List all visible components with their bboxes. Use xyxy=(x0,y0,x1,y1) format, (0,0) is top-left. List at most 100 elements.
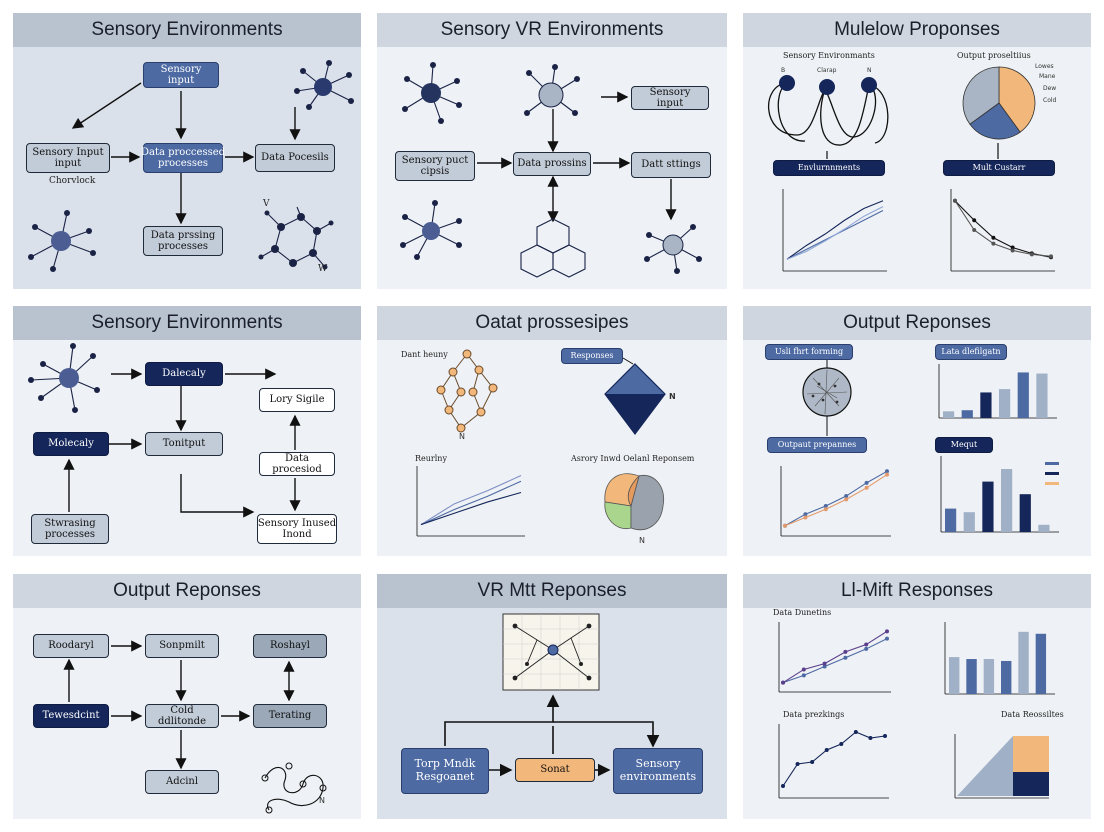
data-point xyxy=(1049,254,1053,259)
data-point xyxy=(972,218,977,223)
data-point xyxy=(885,469,889,474)
pie-slice xyxy=(962,66,1000,125)
node-sensory-input: Sensory input xyxy=(143,62,219,88)
panel-9-graphics xyxy=(778,622,1055,799)
node-lory-sigile: Lory Sigile xyxy=(259,388,335,412)
data-point xyxy=(953,198,957,203)
label-n1: B xyxy=(781,67,786,74)
bar xyxy=(1036,373,1048,418)
panel-title: Sensory Environments xyxy=(13,13,361,47)
node-data-processed: Data proccessed processes xyxy=(141,143,225,173)
label-data-prezkings: Data prezkings xyxy=(783,710,845,719)
panel-title: Sensory Environments xyxy=(13,306,361,340)
pie-chart xyxy=(962,66,1036,140)
node-sensory-inused: Sensory Inused Inond xyxy=(257,514,337,544)
pie-slice xyxy=(998,66,1036,133)
bar xyxy=(1019,494,1031,532)
line-chart-right xyxy=(950,189,1055,272)
panel-title: Oatat prossesipes xyxy=(377,306,727,340)
panel-title: Mulelow Proponses xyxy=(743,13,1091,47)
label-asrory: Asrory Inwd Oelanl Reponsem xyxy=(571,454,695,463)
panel-4-connectors xyxy=(28,343,301,518)
label-n3: N xyxy=(867,67,872,74)
label-dant-heuny: Dant heuny xyxy=(401,350,448,359)
label-v: V xyxy=(263,199,270,209)
label-right-head: Output proseltiius xyxy=(957,51,1031,60)
panel-sensory-environments-1: Sensory Environments Sens xyxy=(13,13,361,289)
bar xyxy=(961,410,973,418)
data-point xyxy=(801,673,806,678)
data-point xyxy=(885,472,889,477)
bar xyxy=(963,512,975,532)
node-lata-dlefilgatn: Lata dlefilgatn xyxy=(935,344,1007,360)
bar xyxy=(1018,631,1029,694)
data-point xyxy=(885,636,889,641)
bar xyxy=(1001,469,1013,532)
node-sensory-environments: Sensory environments xyxy=(613,748,703,794)
series-line xyxy=(782,630,888,684)
data-point xyxy=(1029,252,1034,257)
bar xyxy=(999,389,1011,418)
panel-7-connectors xyxy=(63,640,327,814)
area-chart-bottom xyxy=(954,734,1049,799)
panel-5-graphics xyxy=(416,349,666,537)
data-point xyxy=(1010,245,1015,250)
node-terating: Terating xyxy=(253,704,327,728)
bar xyxy=(945,508,957,532)
series-line xyxy=(420,475,522,526)
data-point xyxy=(823,507,828,512)
data-point xyxy=(868,736,873,740)
data-point xyxy=(781,784,785,788)
node-sensory-input-left: Sensory Input input xyxy=(26,143,110,173)
data-point xyxy=(843,655,848,660)
data-point xyxy=(883,734,887,738)
node-data-prossins: Data prossins xyxy=(513,152,591,176)
data-point xyxy=(864,646,869,651)
panel-title: Output Reponses xyxy=(743,306,1091,340)
bar xyxy=(983,659,995,694)
data-point xyxy=(844,494,849,499)
pie-label-2: Mane xyxy=(1039,73,1056,80)
label-n3: N xyxy=(639,536,645,545)
data-point xyxy=(824,748,829,752)
panel-title: Output Reponses xyxy=(13,574,361,608)
data-point xyxy=(801,667,806,672)
panel-sensory-environments-2: Sensory Environments Dalecaly Lory Sigil… xyxy=(13,306,361,556)
node-stwrasing: Stwrasing processes xyxy=(31,514,109,544)
label-reurlny: Reurlny xyxy=(415,454,447,463)
line-chart-top xyxy=(778,622,891,693)
data-point xyxy=(803,515,808,520)
node-data-procesiod: Data procesiod xyxy=(259,452,335,476)
node-torp-mndk: Torp Mndk Resgoanet xyxy=(401,748,489,794)
node-sonpmilt: Sonpmilt xyxy=(145,634,219,658)
label-n2: N xyxy=(459,432,465,441)
pie-slice xyxy=(969,102,1021,140)
bar-chart-top xyxy=(938,364,1057,419)
data-point xyxy=(844,497,849,502)
data-point xyxy=(1010,248,1015,253)
label-n2: Clarap xyxy=(817,67,837,74)
pie-label-1: Lowes xyxy=(1035,63,1054,70)
node-sensory-puct: Sensory puct cipsis xyxy=(395,151,475,181)
data-point xyxy=(991,241,996,246)
label-left-head: Sensory Environmants xyxy=(783,51,875,60)
panel-output-reponses-1: Output Reponses Usli fhrt forming Lata d… xyxy=(743,306,1091,556)
data-point xyxy=(972,228,977,232)
series-line xyxy=(786,206,884,260)
bar-chart-bottom xyxy=(940,456,1059,533)
node-dalecaly: Dalecaly xyxy=(145,362,223,386)
bar xyxy=(1038,524,1050,532)
label-n: N xyxy=(669,392,676,401)
line-chart-left xyxy=(782,189,887,272)
series-line xyxy=(782,638,888,684)
node-envlurnnments: Envlurnnments xyxy=(773,160,885,176)
panel-oatat-prossesipes: Oatat prossesipes Dant heuny Reurlny Asr… xyxy=(377,306,727,556)
bar xyxy=(980,392,992,418)
node-roshayl: Roshayl xyxy=(253,634,327,658)
data-point xyxy=(783,523,787,528)
panel-title: VR Mtt Reponses xyxy=(377,574,727,608)
label-data-dunetins: Data Dunetins xyxy=(773,608,832,617)
node-cold-ddlitonde: Cold ddlitonde xyxy=(145,704,219,728)
data-point xyxy=(810,760,815,764)
line-chart-bottom xyxy=(778,724,889,799)
